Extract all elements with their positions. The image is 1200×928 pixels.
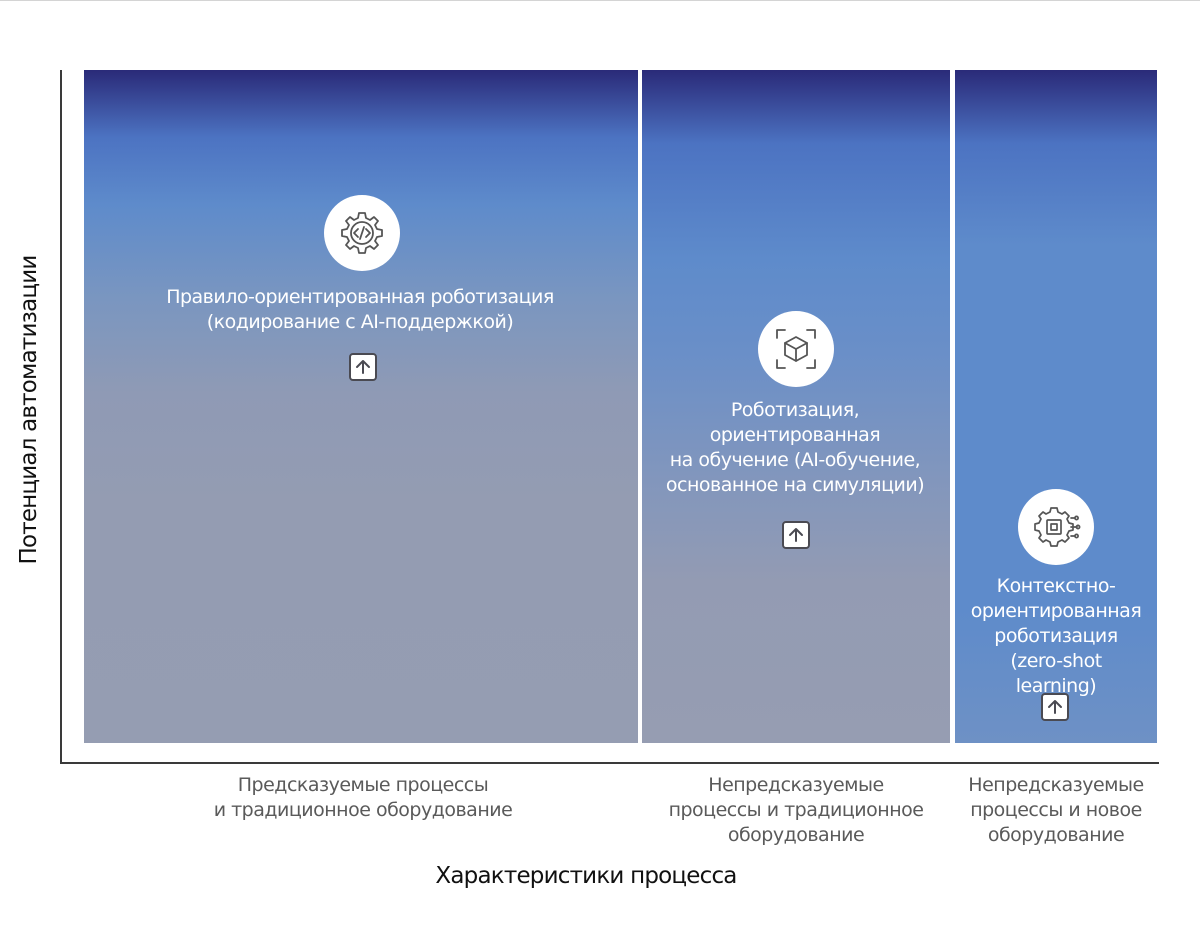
category-unpredictable-traditional: Непредсказуемые процессы и традиционное … [668, 774, 924, 846]
gear-code-icon [324, 195, 400, 271]
arrow-up-icon [782, 521, 810, 549]
panel-title-rule-based: Правило-ориентированная роботизация (код… [166, 286, 554, 333]
arrow-up-icon [1041, 693, 1069, 721]
x-axis-label: Характеристики процесса [435, 863, 737, 889]
category-unpredictable-new: Непредсказуемые процессы и новое оборудо… [968, 774, 1144, 846]
panel-rule-based [84, 70, 638, 743]
panel-context-based [955, 70, 1157, 743]
cube-scan-icon [758, 311, 834, 387]
top-border [0, 0, 1200, 1]
panel-title-context-based: Контекстно- ориентированная роботизация … [970, 575, 1142, 697]
y-axis-line [60, 70, 62, 764]
y-axis-label: Потенциал автоматизации [16, 255, 42, 565]
gear-chip-circuit-icon [1018, 489, 1094, 565]
panel-title-learning-based: Роботизация, ориентированная на обучение… [665, 399, 925, 496]
category-predictable-traditional: Предсказуемые процессы и традиционное об… [213, 774, 513, 821]
panel-learning-based [642, 70, 950, 743]
arrow-up-icon [349, 353, 377, 381]
x-axis-line [60, 762, 1159, 764]
